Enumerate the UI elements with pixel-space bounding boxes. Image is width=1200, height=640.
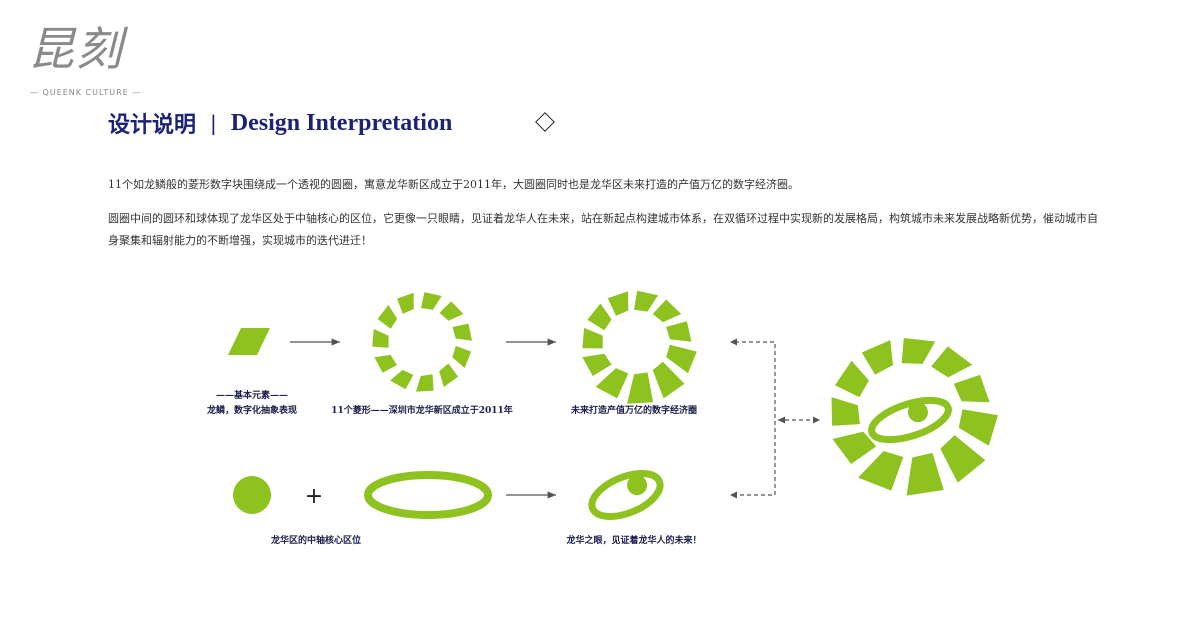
rhombus-segment (940, 435, 986, 483)
logo-mark: 昆刻 (28, 22, 124, 76)
rhombus-segment (958, 409, 998, 446)
dragon-eye (588, 470, 664, 520)
rhombus-segment (439, 301, 464, 321)
rhombus-segment (582, 327, 603, 349)
page-title-en: Design Interpretation (230, 109, 453, 136)
rhombus-segment (627, 372, 654, 404)
design-diagram: + ——基本元素—— 龙鳞，数字化抽象表现 11个菱形——深圳市龙华新区成立于2… (206, 290, 998, 546)
caption-economy: 未来打造产值万亿的数字经济圈 (570, 404, 697, 416)
page-header: 设计说明 | Design Interpretation (108, 108, 453, 139)
rhombus-segment (931, 346, 973, 378)
brand-logo: 昆刻 — QUEENK CULTURE — (28, 22, 142, 110)
rhombus-segment (397, 292, 414, 314)
rhombus-segment (372, 329, 389, 348)
rhombus-element (228, 328, 270, 355)
description-paragraph-1: 11个如龙鳞般的菱形数字块围绕成一个透视的圆圈，寓意龙华新区成立于2011年，大… (108, 178, 799, 191)
rhombus-segment (390, 369, 414, 390)
plus-sign: + (305, 484, 323, 509)
ring-ellipse (364, 471, 492, 519)
rhombus-segment (861, 340, 893, 375)
page-title-cn: 设计说明 (108, 112, 197, 138)
caption-axis: 龙华区的中轴核心区位 (270, 534, 361, 546)
diamond-icon (535, 112, 555, 132)
rhombus-segment (666, 321, 692, 342)
rhombus-segment (452, 323, 472, 341)
core-dot (233, 476, 271, 514)
rhombus-segment (587, 303, 612, 331)
caption-eye: 龙华之眼，见证着龙华人的未来！ (565, 534, 701, 546)
rhombus-segment (666, 344, 697, 374)
rhombus-segment (858, 451, 904, 491)
rhombus-segment (901, 338, 936, 364)
rhombus-segment (595, 368, 629, 399)
final-logo (831, 338, 998, 496)
rhombus-segment (652, 361, 685, 399)
rhombus-segment (374, 354, 397, 373)
dashed-connector (735, 341, 815, 496)
rhombus-ring (372, 292, 472, 392)
rhombus-segment (831, 397, 860, 426)
caption-basic-desc: 龙鳞，数字化抽象表现 (206, 404, 297, 416)
rhombus-segment (452, 345, 472, 368)
economy-circle (582, 290, 697, 404)
rhombus-segment (835, 360, 869, 398)
rhombus-segment (607, 291, 629, 316)
rhombus-segment (906, 452, 944, 496)
caption-ring: 11个菱形——深圳市龙华新区成立于2011年 (331, 404, 513, 416)
rhombus-segment (652, 299, 682, 323)
rhombus-segment (953, 374, 990, 403)
description-paragraph-2: 圆圈中间的圆环和球体现了龙华区处于中轴核心的区位，它更像一只眼睛，见证着龙华人在… (108, 212, 1098, 247)
logo-subtitle: — QUEENK CULTURE — (30, 88, 142, 97)
rhombus-segment (582, 353, 612, 376)
caption-basic-title: ——基本元素—— (216, 389, 288, 401)
rhombus-segment (416, 374, 434, 392)
rhombus-segment (439, 363, 459, 387)
rhombus-segment (634, 290, 659, 312)
rhombus-segment (377, 305, 398, 329)
rhombus-segment (832, 431, 877, 464)
final-logo-eye (868, 396, 952, 444)
title-separator: | (210, 111, 217, 135)
rhombus-segment (421, 292, 442, 310)
